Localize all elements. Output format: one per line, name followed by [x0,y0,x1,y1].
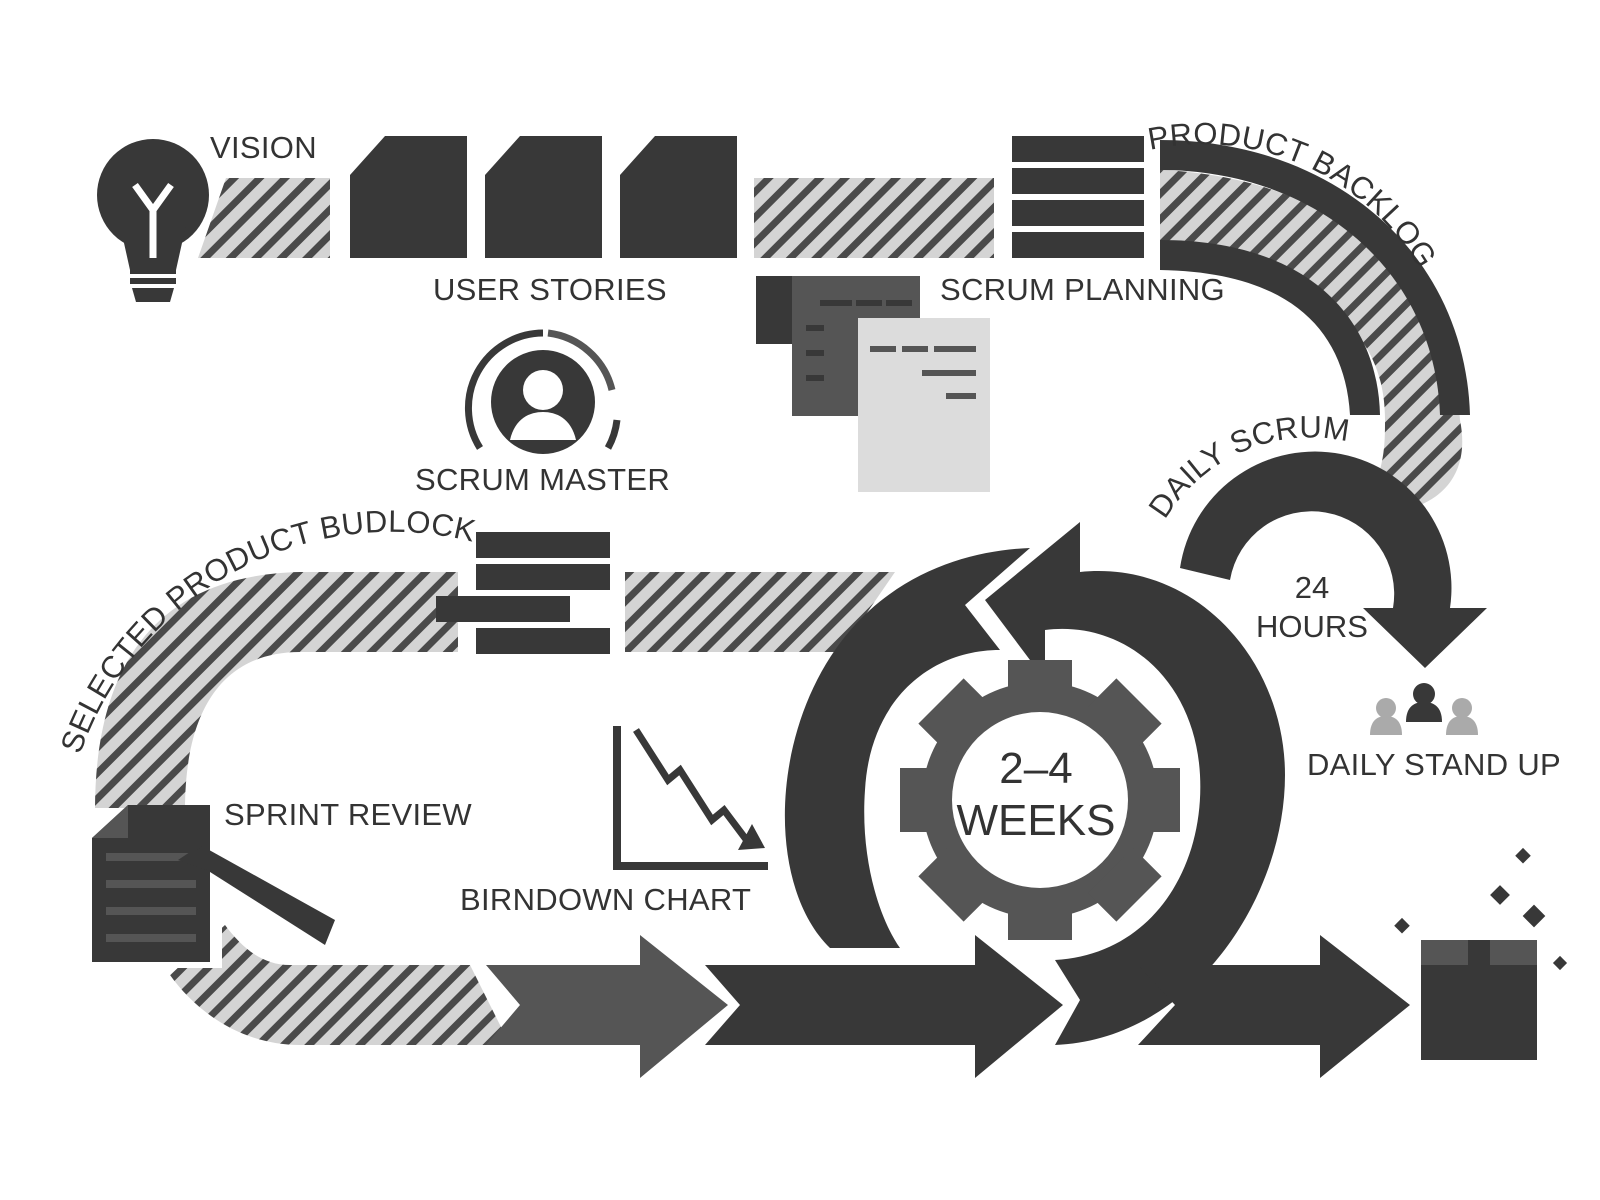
path-curve-selected [95,572,458,810]
pen-icon [178,846,335,945]
burndown-chart-label: BIRNDOWN CHART [460,882,751,917]
scrum-master-label: SCRUM MASTER [415,462,670,497]
burndown-chart-icon [613,726,768,870]
sprint-review-label: SPRINT REVIEW [224,797,472,832]
scrum-planning-label: SCRUM PLANNING [940,272,1225,307]
user-stories-label: USER STORIES [433,272,667,307]
scrum-master-avatar-icon [464,329,621,454]
user-story-card-icon [620,136,737,258]
bottom-flow-arrows [486,935,1410,1078]
path-segment-selected [625,572,895,652]
hours-number: 24 [1295,570,1329,605]
path-segment-vision [198,178,330,258]
planning-documents-icon [756,276,990,492]
team-people-icon [1370,683,1478,735]
user-story-card-icon [485,136,602,258]
backlog-curve-outer-band [1160,140,1470,415]
daily-scrum-cycle-arrow [1180,451,1487,668]
sprint-review-document-icon [90,805,222,968]
sprint-unit-text: WEEKS [957,796,1116,845]
user-story-card-icon [350,136,467,258]
path-segment-planning [754,178,994,258]
sprint-range-text: 2–4 [999,744,1072,793]
user-story-cards [350,136,737,258]
product-backlog-list-icon [1012,136,1144,258]
product-box-icon [1394,847,1568,1060]
vision-label: VISION [210,130,317,165]
hours-unit: HOURS [1256,609,1368,644]
daily-stand-up-label: DAILY STAND UP [1307,747,1561,782]
vision-lightbulb-icon [97,139,209,302]
gear-icon [900,660,1180,940]
path-curve-review [170,925,510,1045]
backlog-curve-inner-band [1160,240,1380,415]
sprint-cycle-arrows [784,522,1285,1045]
selected-backlog-list-icon [436,532,610,654]
